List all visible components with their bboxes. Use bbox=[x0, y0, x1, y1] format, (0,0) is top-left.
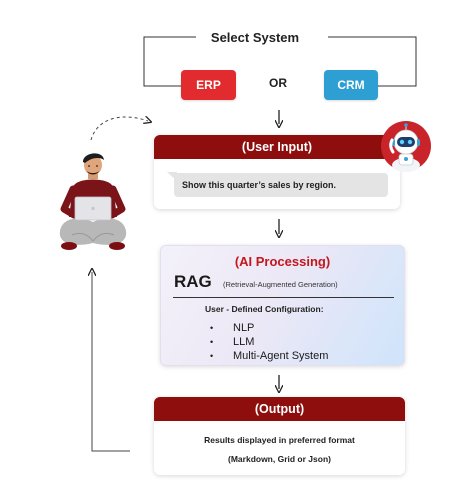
config-item: LLM bbox=[210, 335, 328, 349]
config-item: NLP bbox=[210, 321, 328, 335]
feedback-line-output-to-person bbox=[92, 272, 130, 452]
ai-processing-title: (AI Processing) bbox=[234, 254, 331, 269]
ai-processing-card: (AI Processing) RAG (Retrieval-Augmented… bbox=[160, 245, 405, 366]
user-input-header: (User Input) bbox=[154, 135, 400, 159]
ai-divider bbox=[173, 297, 394, 298]
user-with-laptop-icon bbox=[52, 149, 134, 264]
output-line-2: (Markdown, Grid or Json) bbox=[228, 454, 331, 464]
user-input-card: (User Input) Show this quarter’s sales b… bbox=[154, 135, 400, 209]
output-line-1: Results displayed in preferred format bbox=[204, 435, 355, 445]
erp-button[interactable]: ERP bbox=[181, 70, 236, 100]
output-card: (Output) Results displayed in preferred … bbox=[154, 397, 405, 475]
robot-assistant-icon bbox=[380, 120, 432, 172]
user-query-bubble: Show this quarter’s sales by region. bbox=[174, 173, 388, 197]
or-label: OR bbox=[269, 76, 287, 90]
config-list: NLP LLM Multi-Agent System bbox=[210, 321, 328, 363]
crm-button[interactable]: CRM bbox=[324, 70, 378, 100]
select-system-title: Select System bbox=[210, 30, 300, 45]
config-item: Multi-Agent System bbox=[210, 349, 328, 363]
rag-label: RAG bbox=[174, 272, 212, 291]
rag-full-name: (Retrieval-Augmented Generation) bbox=[223, 280, 338, 289]
config-label: User - Defined Configuration: bbox=[205, 304, 324, 314]
output-header: (Output) bbox=[154, 397, 405, 421]
dashed-arrow-person-to-input bbox=[90, 117, 148, 141]
bubble-tail bbox=[167, 172, 177, 181]
